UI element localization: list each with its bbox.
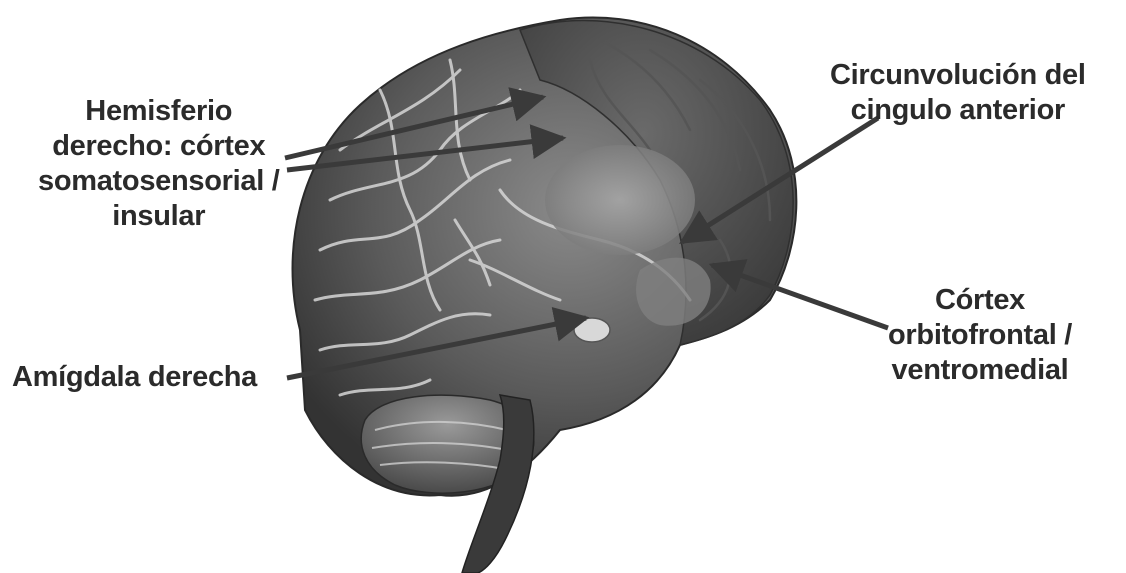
label-right-hemisphere-line-2: derecho: córtex <box>38 129 280 164</box>
label-orbitofrontal-line-3: ventromedial <box>888 353 1072 388</box>
label-anterior-cingulate-line-2: cingulo anterior <box>830 93 1086 128</box>
label-right-hemisphere-line-3: somatosensorial / <box>38 164 280 199</box>
anterior-cingulate-region <box>545 145 695 255</box>
label-right-hemisphere-line-1: Hemisferio <box>38 94 280 129</box>
label-right-hemisphere: Hemisferio derecho: córtex somatosensori… <box>38 94 280 234</box>
label-right-amygdala-line-1: Amígdala derecha <box>12 360 257 395</box>
label-right-hemisphere-line-4: insular <box>38 199 280 234</box>
label-orbitofrontal-line-2: orbitofrontal / <box>888 318 1072 353</box>
label-anterior-cingulate-line-1: Circunvolución del <box>830 58 1086 93</box>
label-right-amygdala: Amígdala derecha <box>12 360 257 395</box>
label-orbitofrontal: Córtex orbitofrontal / ventromedial <box>888 283 1072 388</box>
label-orbitofrontal-line-1: Córtex <box>888 283 1072 318</box>
label-anterior-cingulate: Circunvolución del cingulo anterior <box>830 58 1086 128</box>
